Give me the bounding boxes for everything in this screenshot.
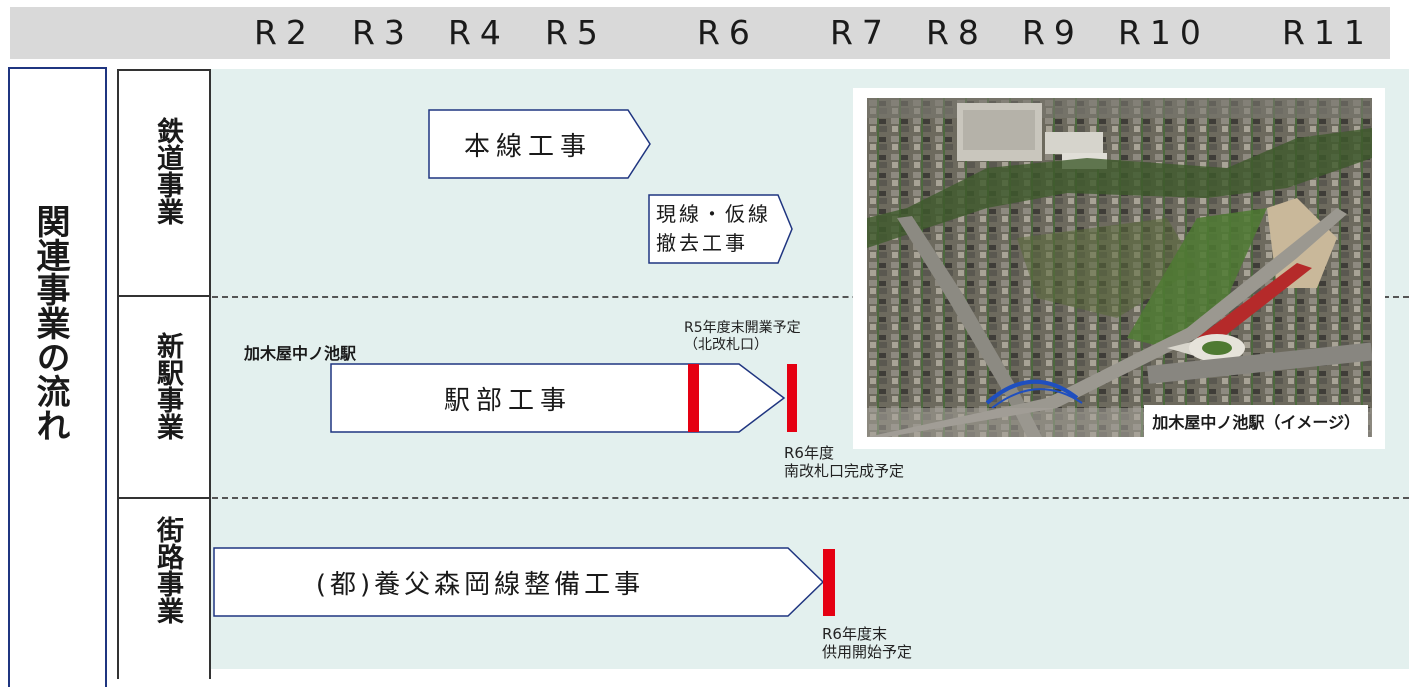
station-aerial-photo: 加木屋中ノ池駅（イメージ）: [853, 88, 1385, 449]
note-r5-opening: R5年度末開業予定 （北改札口）: [684, 320, 801, 354]
milestone-r6-marker: [787, 364, 797, 432]
arrow-shape: [213, 547, 825, 617]
year-label: R5: [545, 13, 607, 52]
year-label: R3: [352, 13, 414, 52]
category-divider: [117, 497, 211, 499]
removal-work-label-line2: 撤去工事: [656, 231, 748, 255]
removal-work-label: 現線・仮線 撤去工事: [656, 200, 771, 258]
removal-work-arrow: 現線・仮線 撤去工事: [648, 194, 794, 264]
milestone-r5-marker: [688, 364, 699, 432]
note-road-line1: R6年度末: [822, 625, 887, 643]
road-work-label: (都)養父森岡線整備工事: [315, 569, 645, 600]
category-street: 街路事業: [152, 516, 183, 624]
year-label: R6: [697, 13, 759, 52]
arrow-shape: [428, 109, 651, 179]
note-r5-line1: R5年度末開業予定: [684, 320, 801, 336]
year-label: R11: [1282, 13, 1374, 52]
year-label: R10: [1118, 13, 1210, 52]
road-work-arrow: (都)養父森岡線整備工事: [213, 547, 825, 617]
category-divider: [117, 295, 211, 297]
note-r6-south-gate: R6年度 南改札口完成予定: [784, 444, 904, 480]
station-work-arrow: 駅部工事: [330, 363, 786, 433]
main-line-work-label: 本線工事: [463, 131, 592, 162]
station-work-label: 駅部工事: [443, 385, 572, 416]
category-column: [117, 69, 211, 679]
row-divider: [212, 296, 1409, 298]
note-r6-line2: 南改札口完成予定: [784, 462, 905, 480]
main-line-work-arrow: 本線工事: [428, 109, 652, 179]
note-road-line2: 供用開始予定: [822, 643, 913, 661]
milestone-road-marker: [823, 549, 835, 616]
year-header-bar: [10, 7, 1390, 59]
category-new-station: 新駅事業: [152, 332, 183, 440]
note-road-opening: R6年度末 供用開始予定: [822, 625, 912, 661]
station-name: 加木屋中ノ池駅: [244, 344, 357, 363]
note-r6-line1: R6年度: [784, 444, 834, 462]
year-label: R7: [830, 13, 892, 52]
row-divider: [212, 497, 1409, 499]
removal-work-label-line1: 現線・仮線: [656, 202, 771, 226]
note-r5-line2: （北改札口）: [684, 337, 768, 353]
left-title-box: [8, 67, 107, 687]
year-label: R2: [254, 13, 316, 52]
category-railway: 鉄道事業: [152, 117, 183, 225]
left-title: 関連事業の流れ: [30, 204, 70, 442]
photo-caption: 加木屋中ノ池駅（イメージ）: [1144, 405, 1368, 437]
year-label: R9: [1022, 13, 1084, 52]
aerial-image: [867, 98, 1372, 437]
arrow-shape: [648, 194, 793, 264]
year-label: R8: [926, 13, 988, 52]
year-label: R4: [448, 13, 510, 52]
arrow-shape: [330, 363, 786, 433]
